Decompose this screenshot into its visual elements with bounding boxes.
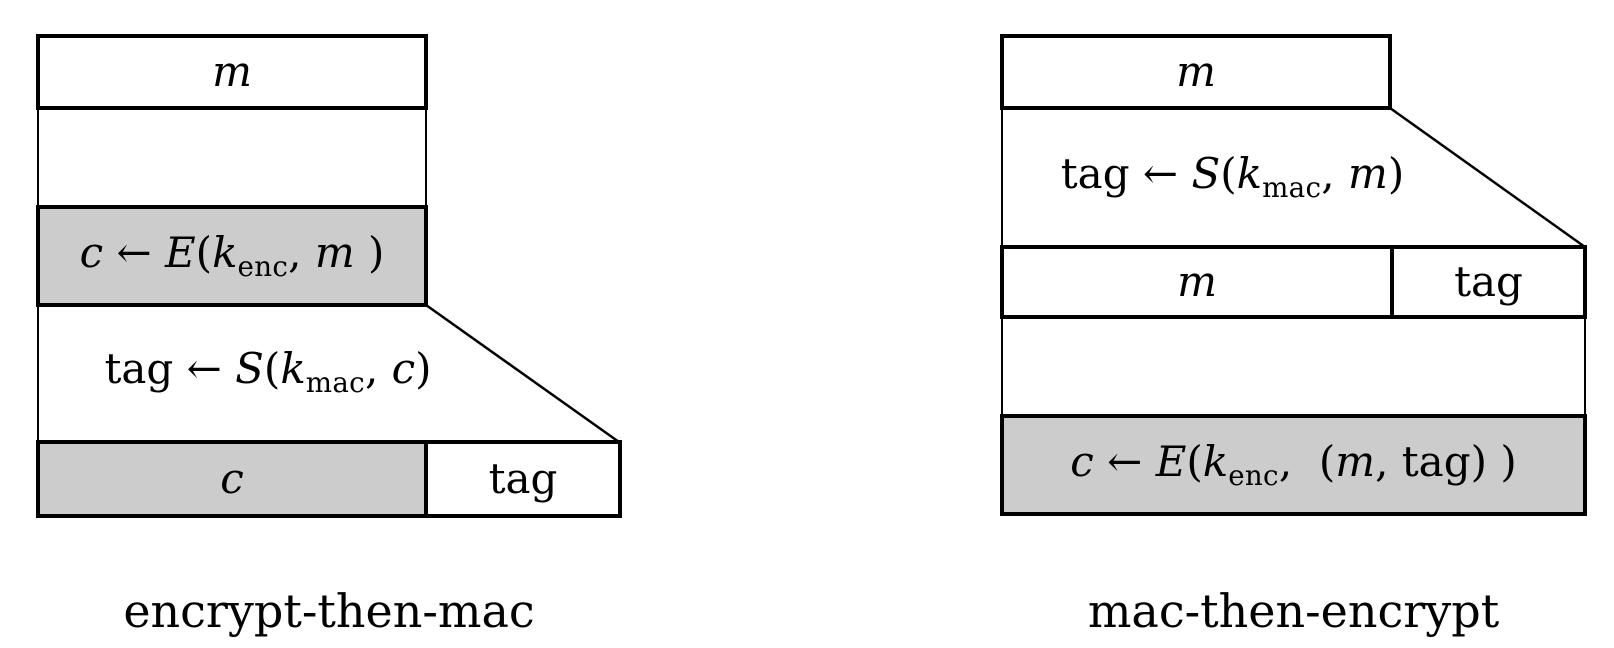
- right-sign-formula-region: tag ← S(kmac, m): [1000, 110, 1465, 245]
- formula-segment: k: [212, 227, 238, 277]
- message-label: m: [1176, 47, 1216, 96]
- formula-segment: (: [1186, 436, 1203, 486]
- formula-segment: c: [391, 344, 416, 394]
- formula-segment: c: [79, 227, 104, 277]
- right-message-box: m: [1000, 34, 1392, 110]
- formula-segment: ,: [364, 344, 392, 394]
- encrypt-formula: c ← E(kenc, m ): [80, 231, 385, 283]
- formula-segment: (: [1220, 149, 1237, 199]
- formula-segment: enc: [237, 249, 289, 283]
- formula-segment: , tag) ): [1375, 436, 1517, 486]
- formula-segment: enc: [1228, 458, 1279, 492]
- left-ciphertext-box: c: [36, 440, 428, 518]
- formula-segment: k: [1236, 149, 1263, 199]
- formula-segment: tag ←: [104, 344, 236, 394]
- left-caption: encrypt-then-mac: [123, 584, 535, 638]
- tag-label: tag: [1454, 257, 1523, 306]
- formula-segment: ): [354, 227, 385, 277]
- ciphertext-label: c: [220, 454, 244, 503]
- formula-segment: E: [1155, 436, 1187, 486]
- left-tag-box: tag: [424, 440, 622, 518]
- formula-segment: ): [415, 344, 432, 394]
- formula-segment: m: [1335, 436, 1376, 486]
- formula-segment: mac: [305, 366, 365, 400]
- formula-segment: S: [235, 344, 264, 394]
- right-tag-cell: tag: [1390, 245, 1587, 319]
- formula-segment: ←: [103, 227, 165, 277]
- encrypt-formula: c ← E(kenc, (m, tag) ): [1070, 440, 1516, 492]
- sign-formula: tag ← S(kmac, m): [1061, 153, 1404, 202]
- formula-segment: c: [1070, 436, 1094, 486]
- formula-segment: m: [1347, 149, 1388, 199]
- sign-formula: tag ← S(kmac, c): [104, 348, 431, 397]
- formula-segment: (: [263, 344, 281, 394]
- message-label: m: [212, 47, 252, 96]
- formula-segment: k: [280, 344, 306, 394]
- left-encrypt-formula-box: c ← E(kenc, m ): [36, 205, 428, 307]
- formula-segment: m: [314, 227, 355, 277]
- formula-segment: k: [1202, 436, 1229, 486]
- message-label: m: [1177, 257, 1217, 306]
- formula-segment: E: [165, 227, 196, 277]
- formula-segment: ,: [1321, 149, 1348, 199]
- formula-segment: ): [1387, 149, 1405, 199]
- formula-segment: ←: [1093, 436, 1156, 486]
- formula-segment: S: [1191, 149, 1221, 199]
- right-encrypt-formula-box: c ← E(kenc, (m, tag) ): [1000, 414, 1587, 516]
- formula-segment: tag ←: [1060, 149, 1192, 199]
- formula-segment: , (: [1278, 436, 1336, 486]
- tag-label: tag: [488, 454, 558, 503]
- right-caption: mac-then-encrypt: [1087, 584, 1500, 638]
- formula-segment: mac: [1262, 171, 1322, 205]
- right-message-cell: m: [1000, 245, 1394, 319]
- left-message-box: m: [36, 34, 428, 110]
- formula-segment: ,: [288, 227, 315, 277]
- formula-segment: (: [195, 227, 213, 277]
- left-sign-formula-region: tag ← S(kmac, c): [58, 307, 478, 438]
